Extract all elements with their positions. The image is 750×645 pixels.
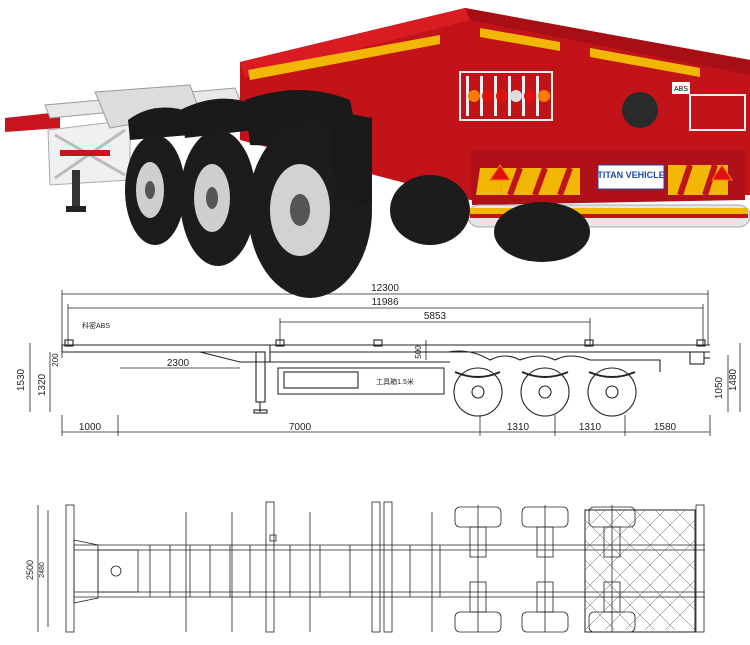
dim-axle-spacing-1: 1310 (507, 422, 530, 433)
trailer-wheels (125, 90, 590, 298)
dim-gooseneck: 2300 (167, 358, 190, 369)
dim-rear-overhang: 1580 (654, 422, 677, 433)
dim-height-total: 1530 (16, 368, 27, 391)
abs-sticker: ABS (674, 86, 688, 93)
dim-1480: 1480 (728, 368, 739, 391)
dimension-labels: 12300 11986 5853 科密ABS 1530 1320 200 230… (16, 283, 739, 580)
dim-axle-span: 5853 (424, 311, 447, 322)
dim-overall-length: 12300 (371, 283, 399, 294)
side-view-outline (61, 339, 710, 417)
brand-plate-text: TITAN VEHICLE (597, 170, 664, 180)
gooseneck-frame (5, 84, 241, 212)
dim-width-inner: 2480 (39, 562, 46, 578)
engineering-drawing: 12300 11986 5853 科密ABS 1530 1320 200 230… (16, 283, 741, 633)
side-view-dimension-lines (29, 290, 741, 436)
dim-height-deck: 1320 (37, 373, 48, 396)
dim-front-overhang: 1000 (79, 422, 102, 433)
dim-500: 500 (414, 345, 423, 359)
top-view-outline (37, 501, 705, 633)
dim-axle-spacing-2: 1310 (579, 422, 602, 433)
checker-plate-pattern (584, 509, 696, 631)
dim-neck-height: 200 (51, 353, 60, 367)
dim-frame-length: 11986 (371, 297, 399, 308)
trailer-photo: TITAN VEHICLE ABS (5, 8, 750, 298)
dim-kingpin-axle: 7000 (289, 422, 312, 433)
toolbox-note: 工具箱1.5米 (376, 377, 414, 386)
dim-width: 2500 (25, 560, 35, 580)
abs-note: 科密ABS (82, 321, 110, 330)
dim-1050: 1050 (714, 376, 725, 399)
